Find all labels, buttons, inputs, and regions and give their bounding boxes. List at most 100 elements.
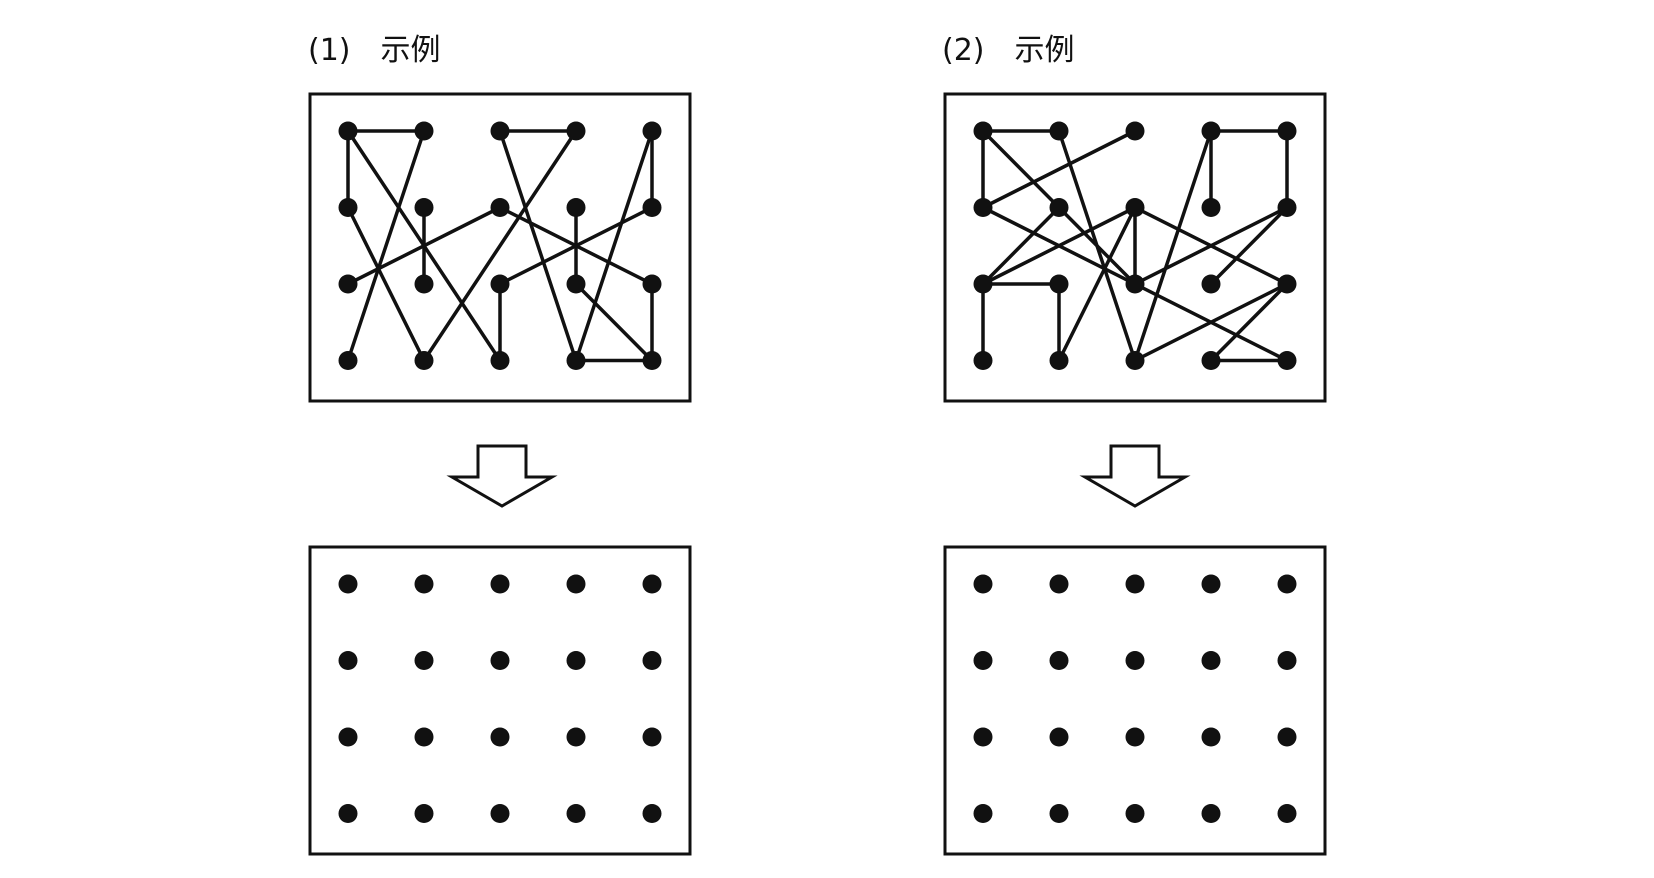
example-2-edge-6 <box>981 205 1061 286</box>
example-1-dot-r0-c2 <box>490 121 510 141</box>
example-2-dot-r1-c2 <box>1125 198 1145 217</box>
blank-1-dot-r2-c0 <box>338 727 358 747</box>
example-1-edge-8 <box>498 129 578 363</box>
example-1-edge-12 <box>574 129 654 363</box>
down-arrow-icon-1 <box>446 444 558 508</box>
example-1-dot-r1-c1 <box>414 198 434 217</box>
blank-1-dot-r2-c2 <box>490 727 510 747</box>
example-2-dot-r3-c1 <box>1049 351 1069 370</box>
example-1-dot-r1-c3 <box>566 198 586 217</box>
blank-2-dot-r2-c0 <box>973 727 993 747</box>
down-arrow-icon-2 <box>1079 444 1191 508</box>
example-2-edge-4 <box>981 129 1137 210</box>
example-2-dot-r1-c1 <box>1049 198 1069 217</box>
example-2-edge-20 <box>1133 282 1289 363</box>
blank-2-dot-r1-c3 <box>1201 651 1221 670</box>
example-2-dot-r0-c2 <box>1125 121 1145 141</box>
example-1-dot-r1-c0 <box>338 198 358 217</box>
example-1-edge-3 <box>346 129 426 363</box>
blank-2-dot-r3-c4 <box>1277 804 1297 823</box>
blank-1-dot-r2-c4 <box>642 727 662 747</box>
example-2-dot-r0-c0 <box>973 121 993 141</box>
example-2-dot-r0-c4 <box>1277 121 1297 141</box>
example-2-edge-19 <box>1209 205 1289 286</box>
example-1-dot-r1-c4 <box>642 198 662 217</box>
example-1-dot-r0-c4 <box>642 121 662 141</box>
example-2-dot-r1-c4 <box>1277 198 1297 217</box>
example-2-dot-r0-c1 <box>1049 121 1069 141</box>
blank-2-dot-r0-c1 <box>1049 574 1069 594</box>
example-1-edge-9 <box>422 129 578 363</box>
blank-1-dot-r0-c4 <box>642 574 662 594</box>
blank-1-dot-r1-c1 <box>414 651 434 670</box>
blank-1-dot-r3-c2 <box>490 804 510 823</box>
blank-1-dot-r3-c4 <box>642 804 662 823</box>
blank-1-frame <box>308 545 692 856</box>
example-2-dot-r2-c3 <box>1201 274 1221 294</box>
blank-1-dot-r3-c1 <box>414 804 434 823</box>
example-1-dot-r3-c0 <box>338 351 358 370</box>
example-1-dot-r2-c1 <box>414 274 434 294</box>
example-2-dot-r0-c3 <box>1201 121 1221 141</box>
blank-2-dot-r2-c4 <box>1277 727 1297 747</box>
blank-2-dot-r2-c1 <box>1049 727 1069 747</box>
blank-1-dot-r3-c3 <box>566 804 586 823</box>
blank-1-dot-r0-c1 <box>414 574 434 594</box>
blank-2-dot-r1-c1 <box>1049 651 1069 670</box>
example-1-dot-r2-c3 <box>566 274 586 294</box>
blank-2-dot-r2-c2 <box>1125 727 1145 747</box>
example-2-edge-3 <box>1057 129 1137 363</box>
example-1-dot-r2-c2 <box>490 274 510 294</box>
blank-2-panel <box>943 545 1327 856</box>
blank-1-dot-r0-c0 <box>338 574 358 594</box>
blank-1-dot-r0-c2 <box>490 574 510 594</box>
blank-1-panel <box>308 545 692 856</box>
example-1-edge-16 <box>574 282 654 363</box>
figure-content <box>308 92 1327 856</box>
blank-1-dot-r0-c3 <box>566 574 586 594</box>
example-1-dot-r3-c3 <box>566 351 586 370</box>
example-2-dot-r3-c3 <box>1201 351 1221 370</box>
example-1-dot-r3-c1 <box>414 351 434 370</box>
example-1-dot-r0-c3 <box>566 121 586 141</box>
blank-1-dot-r3-c0 <box>338 804 358 823</box>
blank-1-dot-r1-c2 <box>490 651 510 670</box>
example-1-panel <box>308 92 692 403</box>
blank-1-dot-r1-c3 <box>566 651 586 670</box>
example-2-edge-7 <box>981 205 1137 286</box>
example-2-edge-13 <box>1057 205 1137 363</box>
blank-1-dot-r2-c1 <box>414 727 434 747</box>
example-2-dot-r3-c2 <box>1125 351 1145 370</box>
blank-2-dot-r3-c2 <box>1125 804 1145 823</box>
example-1-dot-r3-c2 <box>490 351 510 370</box>
example-1-edge-4 <box>346 205 426 363</box>
blank-1-dot-r2-c3 <box>566 727 586 747</box>
example-1-dot-r2-c0 <box>338 274 358 294</box>
panel-2-title: (2) 示例 <box>942 33 1075 68</box>
example-2-edge-16 <box>1133 129 1213 363</box>
blank-2-dot-r1-c0 <box>973 651 993 670</box>
example-2-dot-r2-c1 <box>1049 274 1069 294</box>
example-2-dot-r2-c4 <box>1277 274 1297 294</box>
blank-2-dot-r0-c0 <box>973 574 993 594</box>
example-2-dot-r1-c0 <box>973 198 993 217</box>
example-2-panel <box>943 92 1327 403</box>
example-2-dot-r3-c4 <box>1277 351 1297 370</box>
blank-2-dot-r0-c3 <box>1201 574 1221 594</box>
blank-2-dot-r3-c0 <box>973 804 993 823</box>
blank-2-dot-r0-c2 <box>1125 574 1145 594</box>
panel-1-title: (1) 示例 <box>308 33 441 68</box>
blank-1-dot-r1-c4 <box>642 651 662 670</box>
blank-2-dot-r2-c3 <box>1201 727 1221 747</box>
example-1-dot-r1-c2 <box>490 198 510 217</box>
example-1-dot-r0-c0 <box>338 121 358 141</box>
blank-2-dot-r3-c3 <box>1201 804 1221 823</box>
blank-1-dot-r1-c0 <box>338 651 358 670</box>
example-1-edge-6 <box>346 205 502 286</box>
blank-2-dot-r3-c1 <box>1049 804 1069 823</box>
example-2-dot-r3-c0 <box>973 351 993 370</box>
example-1-dot-r2-c4 <box>642 274 662 294</box>
blank-2-frame <box>943 545 1327 856</box>
example-1-dot-r3-c4 <box>642 351 662 370</box>
